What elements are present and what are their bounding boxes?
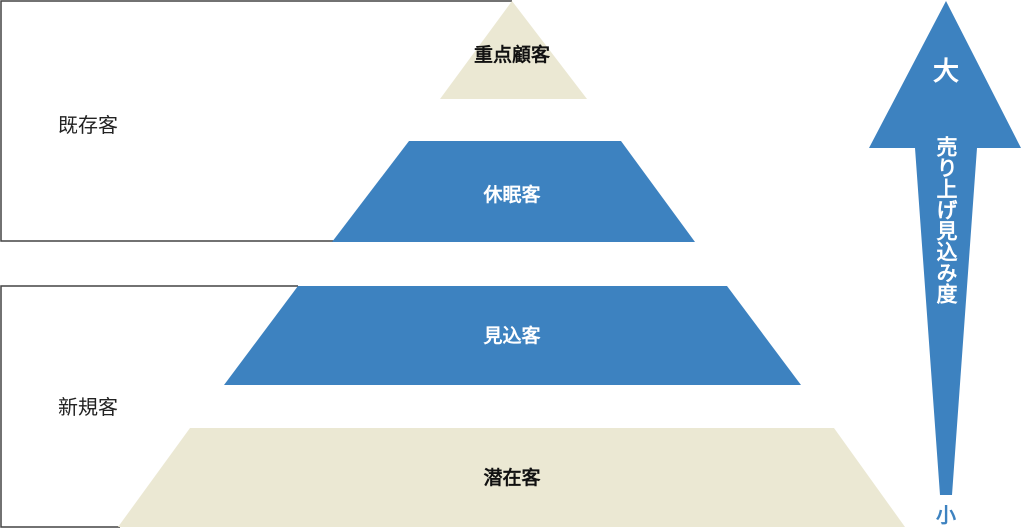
tier-potential-customers-label: 潜在客 xyxy=(483,466,541,489)
tier-dormant-customers xyxy=(332,141,695,242)
tier-prospect-customers xyxy=(224,286,801,385)
up-arrow-icon xyxy=(869,1,1021,495)
tier-prospect-customers-label: 見込客 xyxy=(483,324,541,347)
new-customers-bracket xyxy=(0,285,298,528)
tier-dormant-customers-label: 休眠客 xyxy=(482,183,541,206)
existing-customers-bracket xyxy=(0,0,512,242)
new-customers-label: 新規客 xyxy=(58,395,118,419)
arrow-top-label: 大 xyxy=(933,57,959,87)
tier-key-customers-label: 重点顧客 xyxy=(474,43,551,66)
tier-key-customers xyxy=(440,1,587,99)
tier-potential-customers xyxy=(118,428,905,527)
arrow-bottom-label: 小 xyxy=(936,503,956,527)
existing-customers-label: 既存客 xyxy=(58,113,118,137)
arrow-vertical-label: 売り上げ見込み度 xyxy=(934,136,958,305)
